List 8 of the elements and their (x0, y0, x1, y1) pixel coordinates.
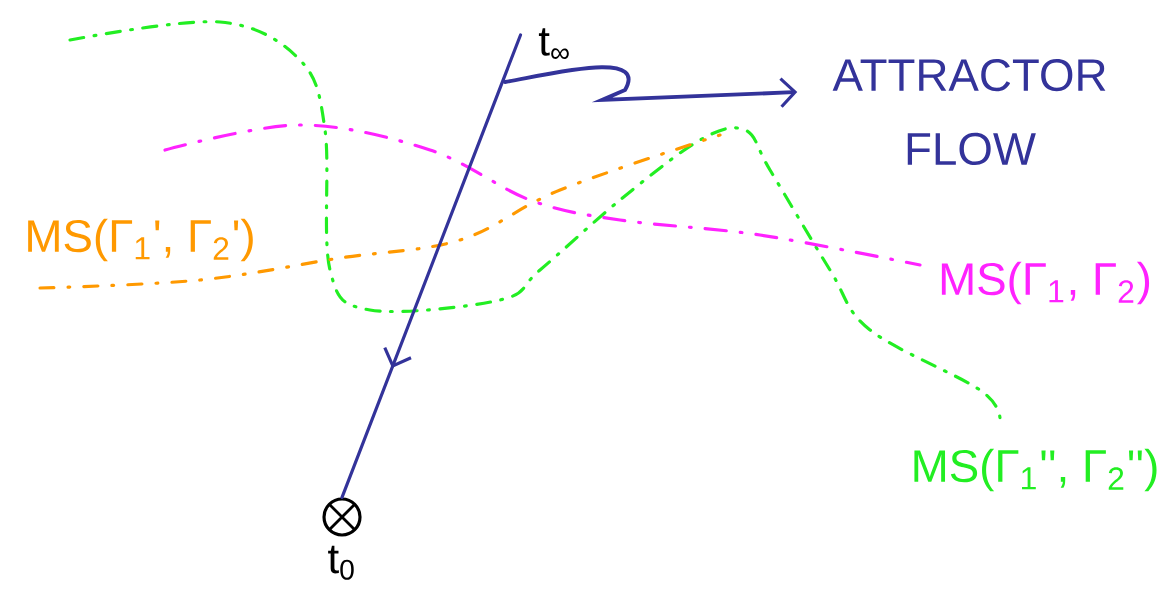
time-label: t$_{∞}$ (538, 28, 569, 59)
wall-label: MS(Γ$_{1}$'', Γ$_{2}$'') (914, 448, 1157, 492)
time-label: t$_{0}$ (328, 545, 354, 580)
squiggle-arrow (503, 65, 798, 108)
wall-label: MS(Γ$_{1}$', Γ$_{2}$') (28, 218, 253, 262)
flow-label: ATTRACTOR FLOW (832, 58, 1106, 166)
wall-label: MS(Γ$_{1}$, Γ$_{2}$) (941, 261, 1150, 305)
crossed-circle (322, 497, 362, 537)
